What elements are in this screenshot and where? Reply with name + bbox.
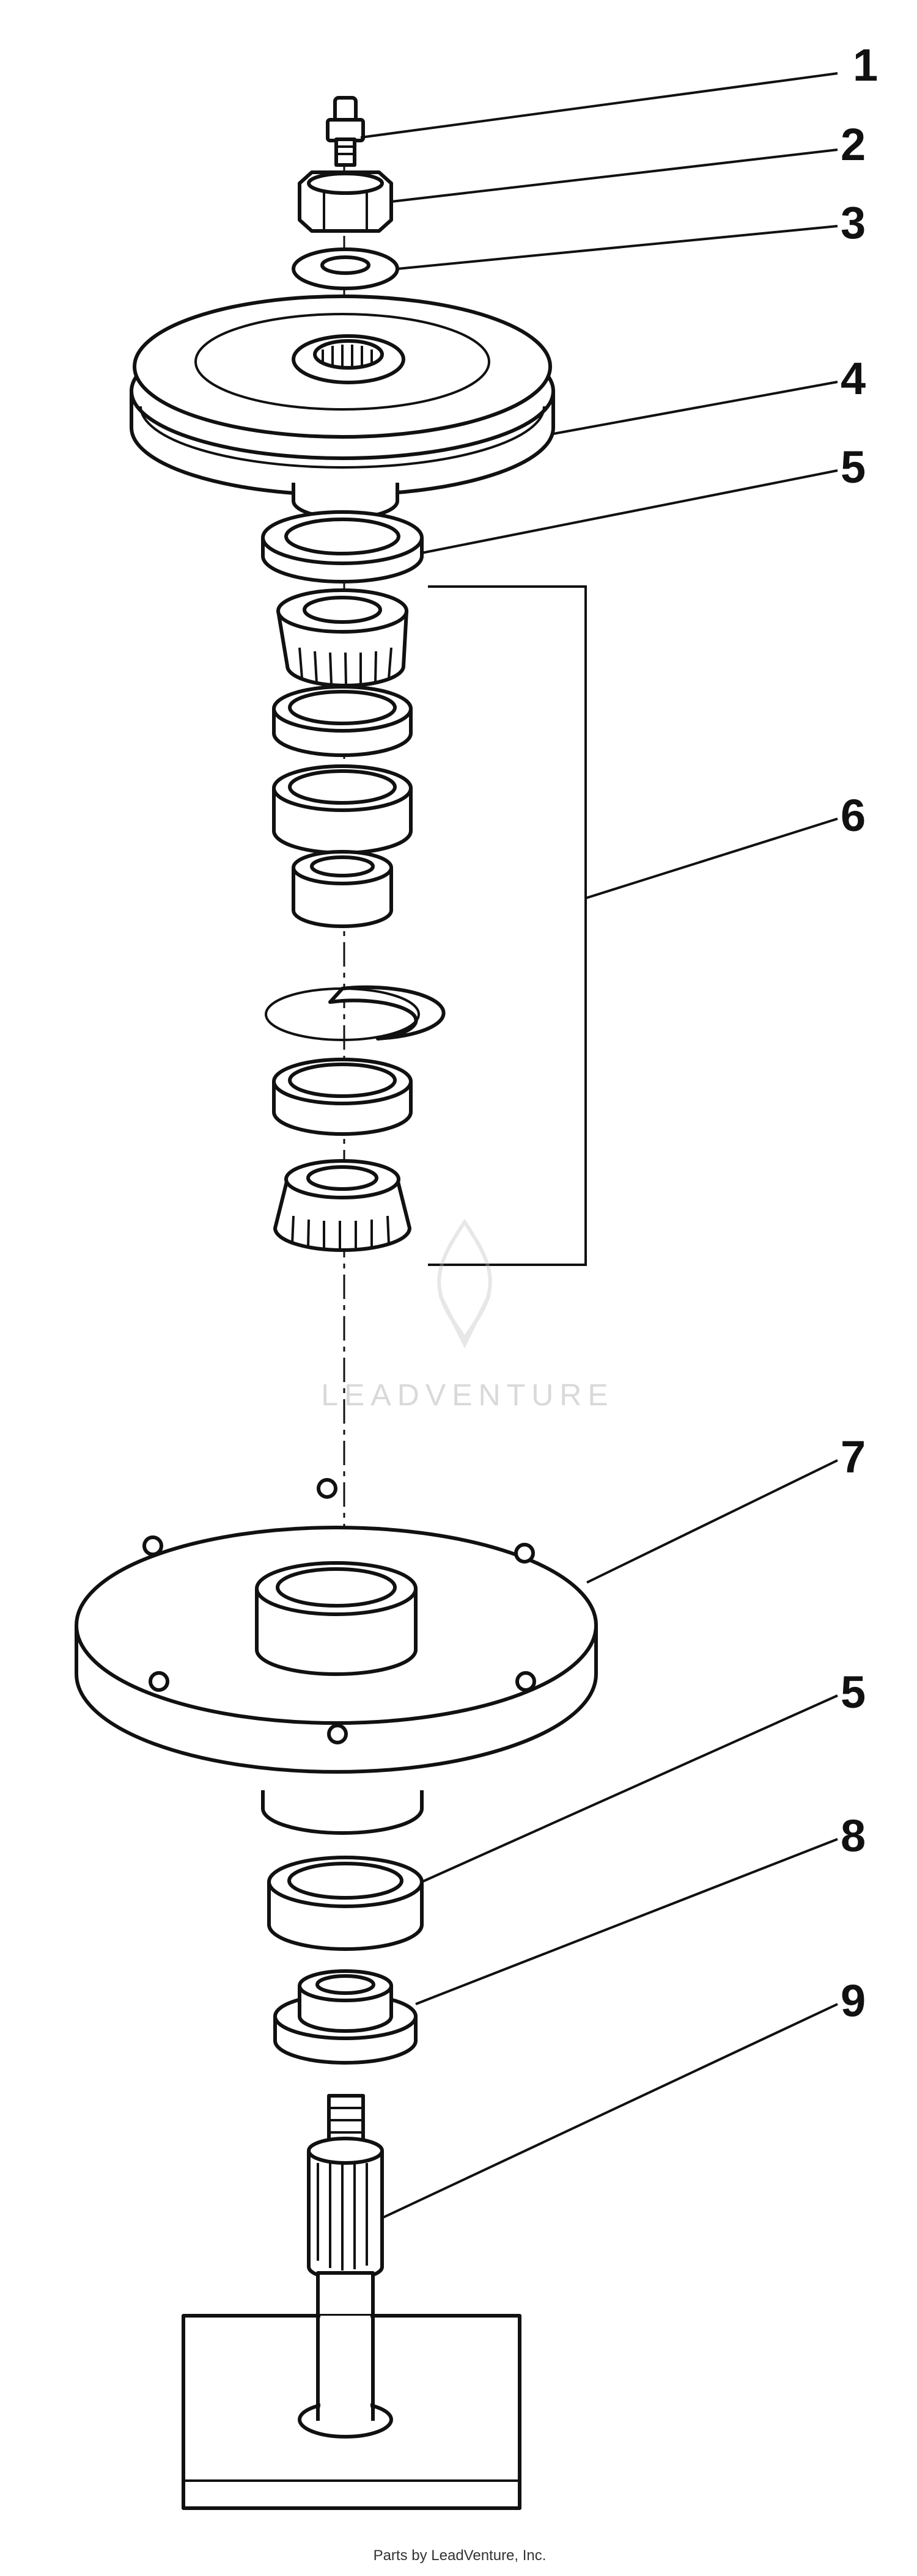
credit-text: Parts by LeadVenture, Inc.: [374, 2547, 547, 2564]
part-2-nut: [298, 170, 393, 233]
part-3-washer: [292, 247, 399, 290]
leader-3: [397, 225, 838, 270]
leader-8: [415, 1838, 838, 2005]
leader-1: [360, 72, 838, 139]
leader-7: [586, 1459, 838, 1584]
leader-2: [391, 148, 838, 203]
part-4-pulley: [130, 295, 555, 520]
callout-number: 9: [841, 1975, 866, 2026]
part-7-spindle-housing: [75, 1478, 598, 1835]
callout-number: 2: [841, 119, 866, 170]
part-8-bearing: [273, 1969, 418, 2065]
callout-number: 8: [841, 1810, 866, 1861]
leader-9: [381, 2003, 838, 2219]
callout-number: 1: [853, 40, 878, 90]
part-5-bearing-cup-lower: [267, 1856, 424, 1951]
part-1-grease-fitting: [326, 96, 365, 167]
part-6-bearing-kit: [265, 585, 587, 1266]
leader-6: [585, 818, 838, 899]
part-9-spindle-shaft: [182, 2094, 521, 2510]
watermark-text: LEADVENTURE: [321, 1378, 614, 1412]
callout-number: 4: [841, 353, 866, 404]
part-5-bearing-cup-upper: [261, 510, 424, 584]
watermark-logo-icon: [437, 1218, 492, 1348]
leader-5-lower: [421, 1694, 838, 1883]
callout-number: 6: [841, 790, 866, 841]
leader-5-upper: [421, 469, 838, 554]
callout-number: 3: [841, 197, 866, 248]
leader-4: [553, 381, 838, 435]
callout-number: 7: [841, 1432, 866, 1482]
callout-number: 5: [841, 442, 866, 492]
callout-number: 5: [841, 1667, 866, 1718]
